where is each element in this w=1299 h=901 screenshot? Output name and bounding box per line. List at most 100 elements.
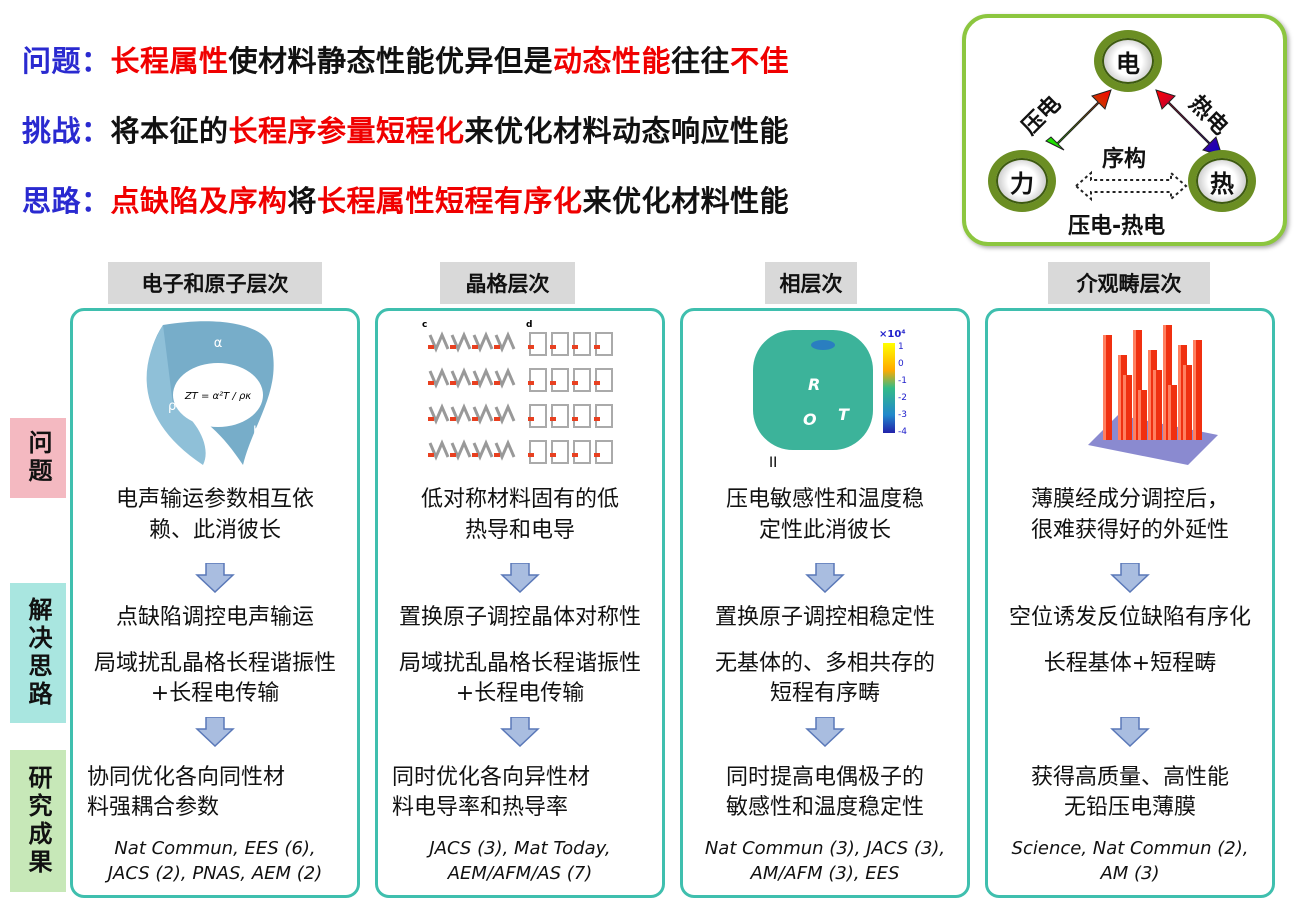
column-header: 晶格层次 [440,262,575,304]
colorbar-tick: -2 [898,393,907,403]
column-header: 电子和原子层次 [108,262,322,304]
phase-ii-label: II [769,455,777,471]
headline-text: 将 [287,184,318,218]
solution-line-2: 局域扰乱晶格长程谐振性 [93,651,336,676]
side-label-results: 研究成果 [10,750,66,892]
problem-line-2: 定性此消彼长 [758,518,891,543]
problem-line-1: 压电敏感性和温度稳 [725,487,924,512]
down-arrow-icon [805,717,845,747]
rho-label: ρ [168,399,176,414]
result-line-1: 同时优化各向异性材 [392,765,591,790]
solution-line-2: 长程基体+短程畴 [1043,651,1217,676]
polarization-sphere-image: R O T II ×10⁴ 1 0 -1 -2 -3 -4 [753,329,907,471]
order-label: 序构 [1102,147,1147,172]
column-panel: R O T II ×10⁴ 1 0 -1 -2 -3 -4 压电敏感性和温度稳 定性此消彼… [680,308,970,898]
problem-line-1: 低对称材料固有的低 [420,487,619,512]
references-line-1: Nat Commun (3), JACS (3), [704,838,946,859]
result-line-2: 敏感性和温度稳定性 [725,795,924,820]
side-label-text: 解决思路 [24,597,52,709]
down-arrow-icon [195,717,235,747]
headline-label: 问题： [22,44,111,78]
result-line-2: 无铅压电薄膜 [1063,795,1196,820]
references-line-2: JACS (2), PNAS, AEM (2) [107,863,323,884]
headline-text: 点缺陷及序构 [110,184,288,218]
headline-row: 挑战：将本征的长程序参量短程化来优化材料动态响应性能 [22,108,789,150]
down-arrow-icon [500,563,540,593]
headline-text: 不佳 [730,44,790,78]
column-panel: c d 低对称材料固有的低 热导和电导 置换原子调控晶体对称性 局域扰乱晶格长程… [375,308,665,898]
node-force: 力 [988,150,1056,212]
solution-line-3: 短程有序畴 [769,681,880,706]
headline-text: 将本征的 [110,114,229,148]
node-heat: 热 [1188,150,1256,212]
colorbar-tick: -4 [898,427,907,437]
solution-line-1: 置换原子调控晶体对称性 [398,605,641,630]
column-header: 相层次 [765,262,857,304]
headline-text: 来优化材料动态响应性能 [464,114,790,148]
coupling-arrows [1045,89,1223,202]
node-electric: 电 [1094,30,1162,92]
solution-line-2: 无基体的、多相共存的 [714,651,935,676]
colorbar-tick: 1 [898,342,904,352]
headline-text: 来优化材料性能 [582,184,790,218]
piezo-thermo-label: 压电-热电 [1068,214,1166,239]
result-line-2: 料电导率和热导率 [392,795,569,820]
phase-t-label: T [838,405,850,424]
headline-text: 长程序参量短程化 [228,114,465,148]
headline-row: 思路：点缺陷及序构将长程属性短程有序化来优化材料性能 [22,178,789,220]
column-panel: α ρ κ ZT = α²T / ρκ 电声输运参数相互依 赖、此消彼长 点缺陷… [70,308,360,898]
side-label-text: 问题 [24,430,52,486]
headline-text: 使材料静态性能优异但是 [228,44,554,78]
problem-line-2: 很难获得好的外延性 [1030,518,1229,543]
references-line-1: Science, Nat Commun (2), [1011,838,1249,859]
references-line-2: AM/AFM (3), EES [750,863,900,884]
headline-label: 挑战： [22,114,111,148]
solution-line-3: +长程电传输 [150,681,280,706]
headline-label: 思路： [22,184,111,218]
down-arrow-icon [1110,717,1150,747]
crystal-structure-image: c d [422,320,613,464]
headline-text: 长程属性短程有序化 [317,184,583,218]
scale-label: ×10⁴ [879,329,906,340]
solution-line-2: 局域扰乱晶格长程谐振性 [398,651,641,676]
down-arrow-icon [1110,563,1150,593]
down-arrow-icon [500,717,540,747]
phase-o-label: O [803,410,817,429]
references-line-2: AM (3) [1100,863,1160,884]
solution-line-1: 点缺陷调控电声输运 [115,605,314,630]
result-line-1: 协同优化各向同性材 [87,765,286,790]
problem-line-2: 赖、此消彼长 [148,518,281,543]
zt-formula: ZT = α²T / ρκ [184,391,251,402]
problem-line-2: 热导和电导 [464,518,575,543]
coupling-diagram: 电 力 热 压电 热电 序构 压电-热电 [962,14,1287,246]
column-panel: 薄膜经成分调控后， 很难获得好的外延性 空位诱发反位缺陷有序化 长程基体+短程畴… [985,308,1275,898]
headline-text: 往往 [671,44,731,78]
solution-line-1: 置换原子调控相稳定性 [714,605,935,630]
down-arrow-icon [195,563,235,593]
colorbar-tick: 0 [898,359,904,369]
phase-r-label: R [808,375,820,394]
references-line-1: Nat Commun, EES (6), [114,838,316,859]
alpha-label: α [214,336,223,351]
references-line-2: AEM/AFM/AS (7) [447,863,593,884]
solution-line-3: +长程电传输 [455,681,585,706]
headline-text: 长程属性 [110,44,229,78]
panel-d-label: d [526,320,532,330]
side-label-solution: 解决思路 [10,583,66,723]
headline-row: 问题：长程属性使材料静态性能优异但是动态性能往往不佳 [22,38,789,80]
side-label-problem: 问题 [10,418,66,498]
mobius-strip-image: α ρ κ ZT = α²T / ρκ [146,321,274,465]
down-arrow-icon [805,563,845,593]
column-header: 介观畴层次 [1048,262,1210,304]
result-line-1: 获得高质量、高性能 [1030,765,1229,790]
colorbar-tick: -3 [898,410,907,420]
problem-line-1: 电声输运参数相互依 [115,487,314,512]
result-line-2: 料强耦合参数 [87,795,220,820]
panel-c-label: c [422,320,427,330]
solution-line-1: 空位诱发反位缺陷有序化 [1008,605,1251,630]
problem-line-1: 薄膜经成分调控后， [1030,487,1229,512]
side-label-text: 研究成果 [24,765,52,877]
references-line-1: JACS (3), Mat Today, [429,838,611,859]
kappa-label: κ [253,422,261,437]
colorbar-tick: -1 [898,376,907,386]
